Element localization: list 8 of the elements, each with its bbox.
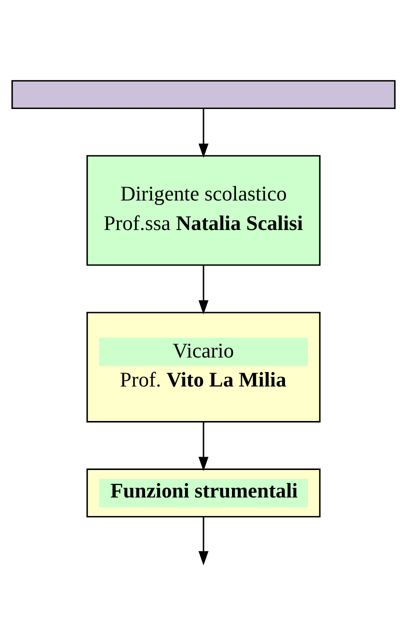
arrow (198, 422, 208, 471)
arrow (198, 264, 208, 314)
arrow (198, 516, 208, 565)
node-box: Vicario Prof. Vito La Milia (86, 311, 321, 422)
arrow (198, 108, 208, 158)
node-box: Dirigente scolastico Prof.ssa Natalia Scalisi (86, 154, 321, 266)
node-box: Funzioni strumentali (86, 468, 321, 517)
node-box (11, 80, 396, 109)
